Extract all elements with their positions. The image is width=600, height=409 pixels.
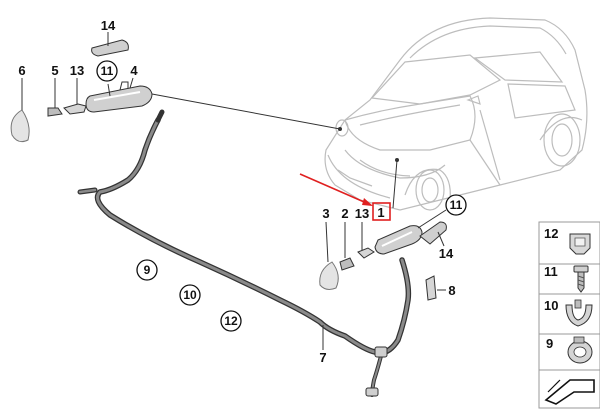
leader-line-4	[151, 93, 341, 130]
callout-7: 7	[319, 350, 326, 365]
clamp-icon	[565, 299, 593, 327]
nozzle-2-shape	[339, 257, 355, 271]
washer-cover-3-shape	[319, 261, 339, 290]
leader-line-1	[392, 159, 398, 209]
leader-14-mid	[437, 231, 445, 247]
callout-1: 1	[377, 205, 384, 220]
callout-5: 5	[51, 63, 58, 78]
callout-10-circle	[179, 284, 201, 306]
callout-11-top: 11	[101, 64, 114, 78]
leader-3	[325, 221, 329, 263]
side-panel-number-10: 10	[544, 298, 558, 313]
clip-8-shape	[425, 275, 437, 301]
callout-9: 9	[144, 263, 151, 277]
callout-11-mid-circle	[445, 194, 467, 216]
callout-11-mid: 11	[450, 198, 463, 212]
arrow-symbol-icon	[544, 379, 595, 405]
callout-14-mid: 14	[439, 246, 454, 261]
washer-cover-6-shape	[10, 109, 30, 143]
highlight-arrow	[299, 173, 372, 206]
leader-4	[129, 77, 134, 89]
clip-icon	[569, 233, 591, 255]
side-panel-number-12: 12	[544, 226, 558, 241]
nozzle-5-shape	[47, 107, 63, 117]
callout-4: 4	[130, 63, 138, 78]
callout-10: 10	[183, 288, 197, 302]
washer-cylinder-1-shape	[374, 225, 423, 255]
callout-14-top: 14	[101, 18, 116, 33]
leader-11-mid	[417, 209, 447, 229]
highlight-arrow-head	[362, 198, 373, 206]
bracket-14-mid-shape	[419, 221, 447, 245]
callout-2: 2	[341, 206, 348, 221]
bracket-14-top-shape	[91, 39, 129, 57]
side-panel-number-11: 11	[544, 264, 558, 279]
callout-12: 12	[224, 314, 238, 328]
part-13-top-shape	[63, 103, 87, 115]
part-13-mid-shape	[357, 247, 375, 259]
callout-3: 3	[322, 206, 329, 221]
callout-13-top: 13	[70, 63, 84, 78]
highlight-box-1	[372, 202, 391, 221]
callout-9-circle	[136, 259, 158, 281]
callout-11-top-circle	[96, 60, 118, 82]
car-outline	[324, 17, 588, 211]
hose-end-connector	[365, 387, 379, 397]
callout-6: 6	[18, 63, 25, 78]
screw-icon	[573, 265, 589, 293]
callout-12-circle	[220, 310, 242, 332]
hose-clip-icon	[567, 336, 593, 364]
side-panel-number-9: 9	[546, 336, 553, 351]
hose-t-junction	[374, 346, 388, 358]
leader-11-top	[107, 83, 111, 97]
callout-13-mid: 13	[355, 206, 369, 221]
washer-cylinder-4-shape	[85, 81, 153, 113]
callout-8: 8	[448, 283, 455, 298]
